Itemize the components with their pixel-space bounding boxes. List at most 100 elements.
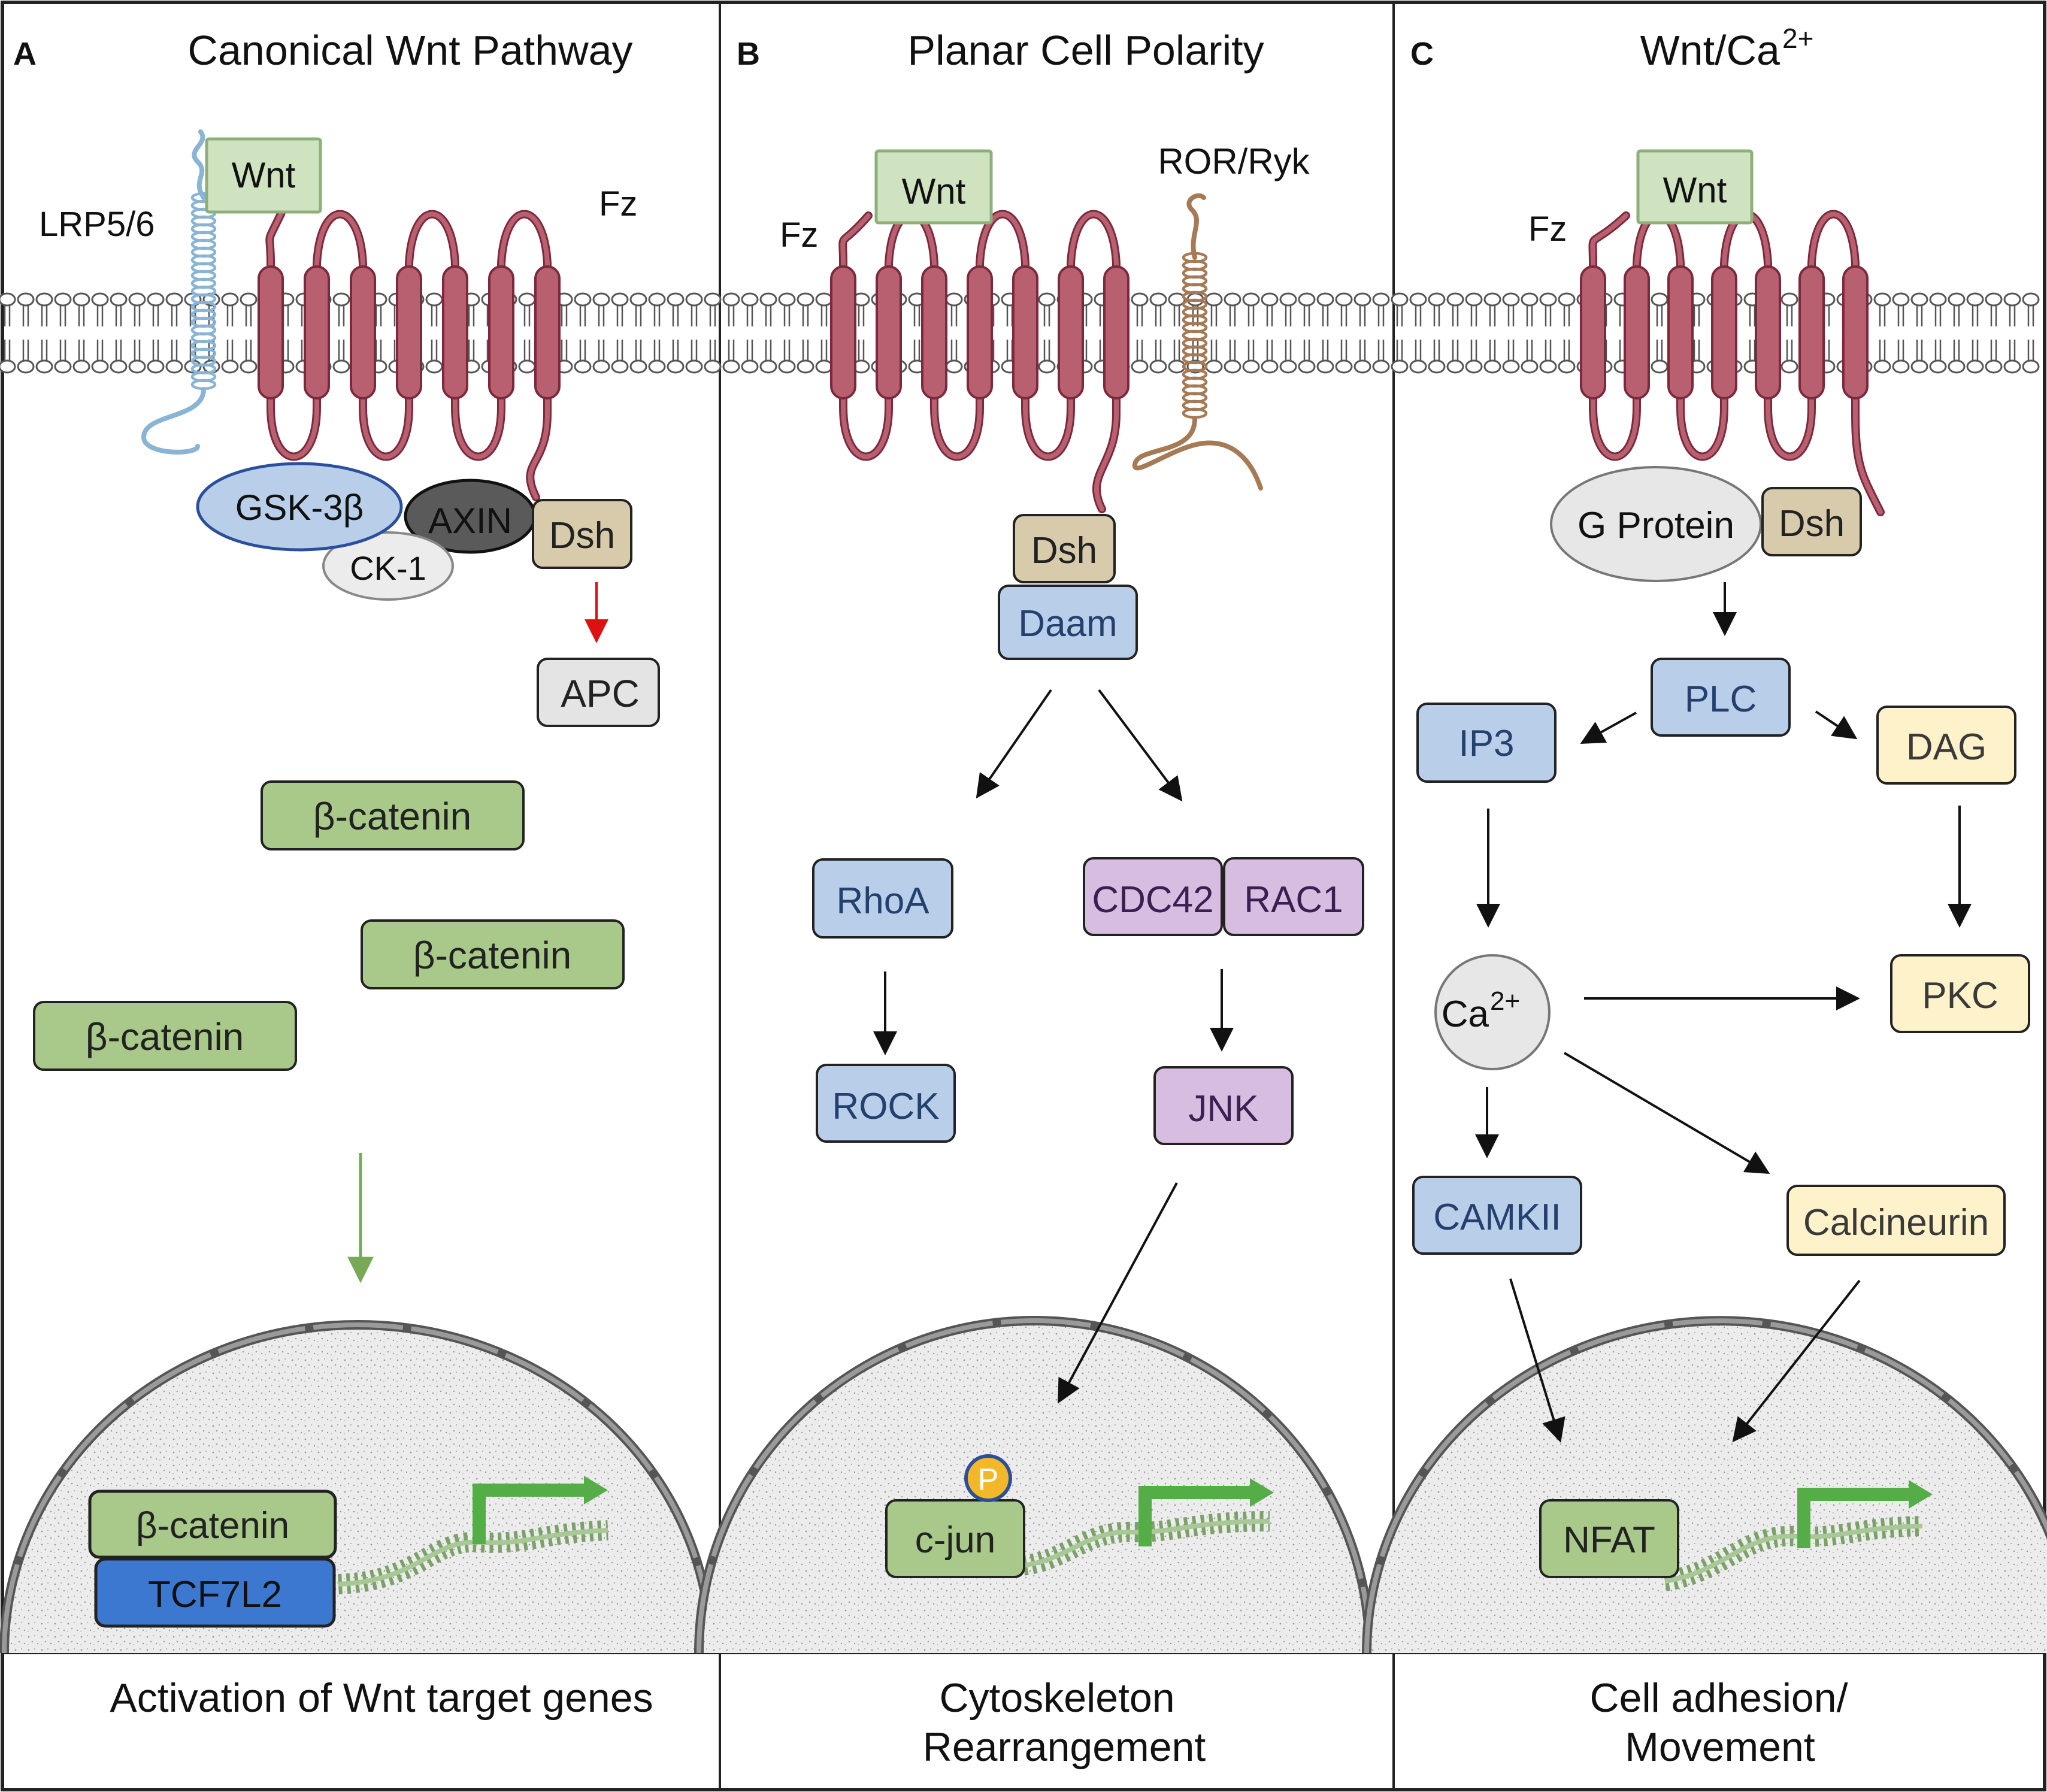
lipid-head-bottom (1316, 359, 1334, 374)
lipid-head-top (1298, 292, 1316, 307)
ror-ryk-coreceptor-extracellular-tail (1186, 193, 1206, 260)
lipid-head-bottom (1224, 359, 1241, 374)
lipid-head-bottom (110, 359, 128, 374)
panel-b-footer-line2: Rearrangement (923, 1724, 1206, 1770)
lipid-head-top (1651, 292, 1669, 307)
dag-box (1876, 706, 2016, 785)
ror-ryk-coreceptor-intracellular-tail (1132, 417, 1263, 491)
lipid-head-top (425, 292, 443, 307)
frizzled-loops (267, 210, 550, 500)
lipid-head-bottom (759, 359, 777, 374)
cdc42-box (1083, 857, 1223, 936)
lipid-head-top (1966, 292, 1984, 307)
rac1-label: RAC1 (1244, 879, 1343, 921)
panel-c-title: Wnt/Ca (1640, 27, 1780, 74)
lipid-head-bottom (1205, 359, 1223, 374)
fz-label-b: Fz (780, 216, 818, 255)
lipid-head-top (1948, 292, 1966, 307)
lipid-head-bottom (1651, 359, 1669, 374)
frizzled-tm-helix (258, 265, 284, 399)
lipid-head-top (1521, 292, 1539, 307)
lipid-head-top (518, 292, 536, 307)
wnt-label-a: Wnt (232, 155, 296, 195)
nucleus-b-envelope-pores (697, 1318, 1372, 1654)
plc-ip3-arrow (1580, 712, 1637, 744)
axin-label: AXIN (428, 501, 512, 541)
lipid-head-bottom (945, 359, 963, 374)
lipid-head-top (147, 292, 165, 307)
panel-b-title: Planar Cell Polarity (907, 27, 1264, 74)
phospho-badge (964, 1454, 1012, 1502)
lipid-head-top (72, 292, 90, 307)
nucleus-c (1362, 1316, 2047, 1654)
lipid-head-top (629, 292, 647, 307)
lipid-head-bottom (0, 359, 16, 374)
lipid-head-bottom (1910, 359, 1928, 374)
dna-c-backbone (1664, 1524, 1923, 1584)
panel-b-planar-cell-polarity: B Planar Cell Polarity Fz ROR/Ryk Wnt Ds… (737, 27, 1364, 1770)
frizzled-tm-helix (1711, 265, 1737, 399)
lipid-head-top (1465, 292, 1483, 307)
frizzled-tm-helix (1798, 265, 1825, 399)
lipid-head-bottom (1298, 359, 1316, 374)
wnt-label-b: Wnt (902, 171, 966, 211)
rac1-box (1223, 857, 1364, 936)
beta-catenin-box-1 (261, 780, 525, 850)
lipid-head-top (704, 292, 722, 307)
lipid-head-bottom (1372, 359, 1390, 374)
frizzled-tm-helix (1667, 265, 1694, 399)
wnt-ligand-c: Wnt (1636, 149, 1754, 225)
panel-c-title-superscript: 2+ (1782, 23, 1813, 54)
nuclear-beta-catenin-box (88, 1490, 337, 1559)
tcf7l2-label: TCF7L2 (148, 1574, 282, 1615)
lipid-head-bottom (1335, 359, 1353, 374)
lipid-head-top (1558, 292, 1576, 307)
lipid-head-bottom (667, 359, 685, 374)
frizzled-tm-helix (396, 265, 422, 399)
lipid-head-top (759, 292, 777, 307)
lipid-head-bottom (1465, 359, 1483, 374)
dna-b-transcription-arrow (1138, 1486, 1250, 1546)
lipid-head-top (240, 292, 258, 307)
dsh-label-c: Dsh (1779, 503, 1845, 544)
lipid-head-bottom (165, 359, 183, 374)
lipid-head-top (667, 292, 685, 307)
lipid-head-top (741, 292, 759, 307)
lipid-head-bottom (2022, 359, 2040, 374)
dna-a-transcription-arrowhead (584, 1476, 608, 1505)
lipid-head-top (648, 292, 666, 307)
gsk3b-label: GSK-3β (235, 488, 364, 528)
lipid-head-bottom (1948, 359, 1966, 374)
dna-c (1663, 1480, 1933, 1591)
lipid-head-bottom (1521, 359, 1539, 374)
camkii-nfat-arrow (1509, 1278, 1565, 1443)
jnk-box (1153, 1066, 1294, 1145)
fz-label-a: Fz (599, 184, 637, 223)
lipid-head-bottom (722, 359, 740, 374)
calcineurin-label: Calcineurin (1803, 1202, 1989, 1243)
nucleus-b (694, 1316, 1374, 1654)
frizzled-tm-helix (1580, 265, 1606, 399)
nucleus-b-interior (699, 1321, 1370, 1653)
lipid-head-bottom (1929, 359, 1947, 374)
lipid-head-top (1929, 292, 1947, 307)
ca-calcineurin-arrow (1563, 1052, 1770, 1175)
dsh-label-b: Dsh (1031, 530, 1097, 571)
dsh-box-b (1013, 514, 1116, 583)
frizzled-tm-helix (967, 265, 993, 399)
beta-catenin-label-2: β-catenin (413, 934, 572, 977)
dsh-label-a: Dsh (549, 515, 615, 556)
calcium-label: Ca (1442, 994, 1489, 1035)
lipid-head-bottom (17, 359, 35, 374)
lipid-head-top (1261, 292, 1279, 307)
lipid-head-bottom (1038, 359, 1056, 374)
lipid-head-top (1316, 292, 1334, 307)
dna-b (1014, 1478, 1274, 1576)
ck1-ellipse (322, 531, 454, 601)
lipid-head-top (1428, 292, 1446, 307)
panel-a-letter: A (13, 36, 37, 72)
frizzled-tm-helix (1624, 265, 1650, 399)
lipid-head-bottom (1780, 359, 1798, 374)
frizzled-tm-helix (1755, 265, 1781, 399)
